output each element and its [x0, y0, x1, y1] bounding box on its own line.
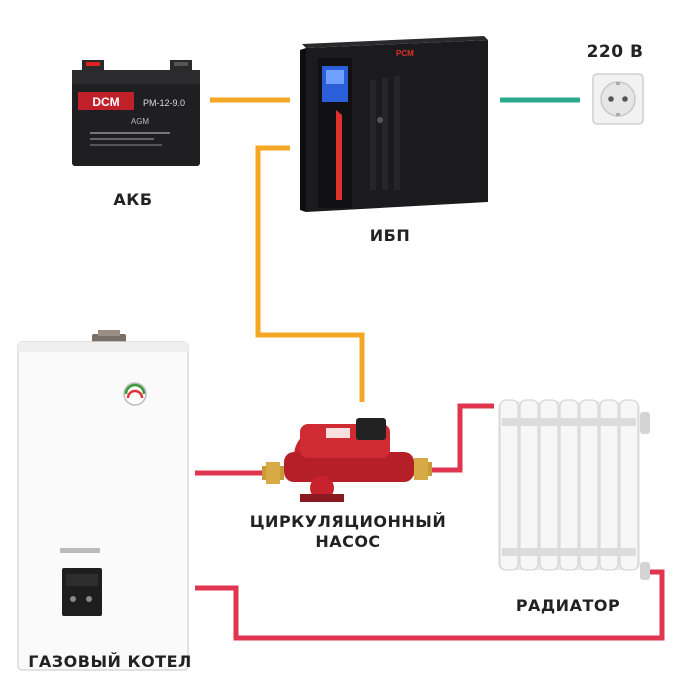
pump-label-line1: ЦИРКУЛЯЦИОННЫЙ: [249, 512, 447, 531]
radiator-image: [498, 399, 650, 580]
boiler-radiator-return-pipe: [195, 569, 665, 641]
ups-image: PCM: [300, 36, 488, 212]
wires: [195, 97, 665, 641]
ups-pump-wire: [255, 145, 365, 402]
battery-image: DCM PM-12-9.0 AGM: [72, 60, 200, 166]
radiator-label: РАДИАТОР: [515, 596, 621, 615]
pump-radiator-pipe: [432, 403, 494, 473]
battery-model-text: PM-12-9.0: [143, 98, 185, 108]
ups-brand-text: PCM: [396, 49, 414, 58]
pump-image: [262, 418, 432, 502]
boiler-label: ГАЗОВЫЙ КОТЕЛ: [28, 652, 192, 671]
battery-label: АКБ: [113, 190, 153, 209]
pump-label: ЦИРКУЛЯЦИОННЫЙ НАСОС: [238, 512, 458, 552]
boiler-image: [17, 330, 189, 671]
ups-label: ИБП: [369, 226, 411, 245]
outlet-image: [592, 73, 644, 125]
battery-brand-text: DCM: [92, 95, 119, 109]
battery-type-text: AGM: [131, 117, 150, 126]
pump-label-line2: НАСОС: [315, 532, 381, 551]
voltage-label: 220 В: [586, 42, 644, 62]
